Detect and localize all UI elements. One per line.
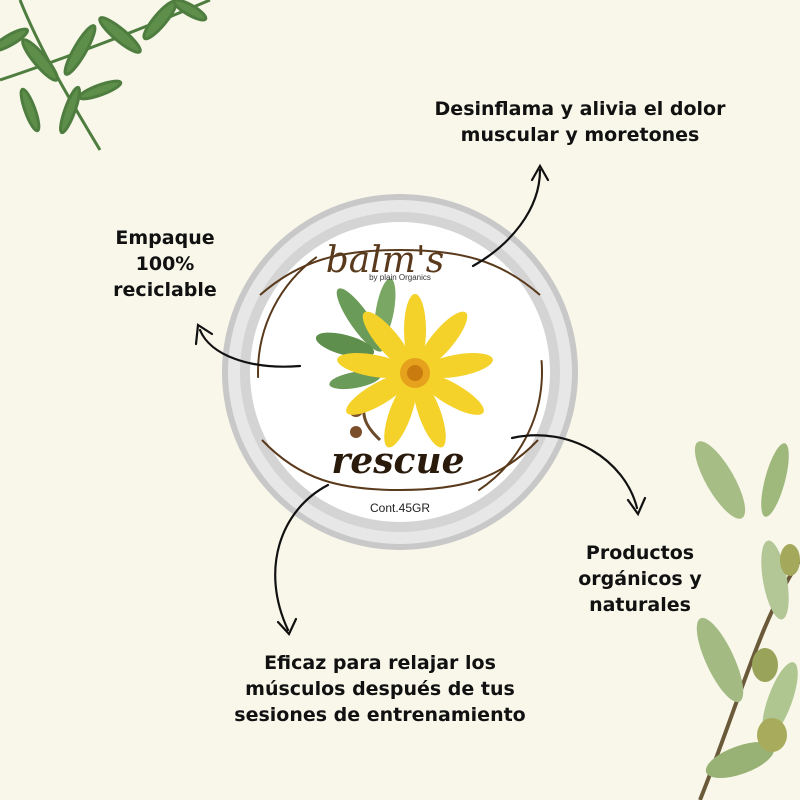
flower-illustration-icon (315, 278, 493, 448)
callout-muscle-relax: Eficaz para relajar los músculos después… (234, 652, 526, 726)
callout-anti-inflammatory: Desinflama y alivia el dolor muscular y … (434, 98, 726, 146)
arrow-left-icon (194, 323, 302, 368)
arrows (194, 163, 647, 636)
rosemary-sprig-icon (0, 0, 211, 151)
olive-branch-icon (694, 441, 800, 800)
arrow-bottom-icon (274, 483, 330, 636)
callout-organic: Productos orgánicos y naturales (578, 542, 702, 616)
content-weight: Cont.45GR (370, 501, 430, 515)
callout-recyclable: Empaque 100% reciclable (113, 227, 217, 301)
brand-logo: balm's (326, 240, 445, 281)
arrow-top-icon (471, 163, 550, 268)
sub-brand: by plain Organics (369, 273, 431, 282)
product-name: rescue (331, 440, 464, 482)
arrow-right-icon (510, 434, 647, 517)
